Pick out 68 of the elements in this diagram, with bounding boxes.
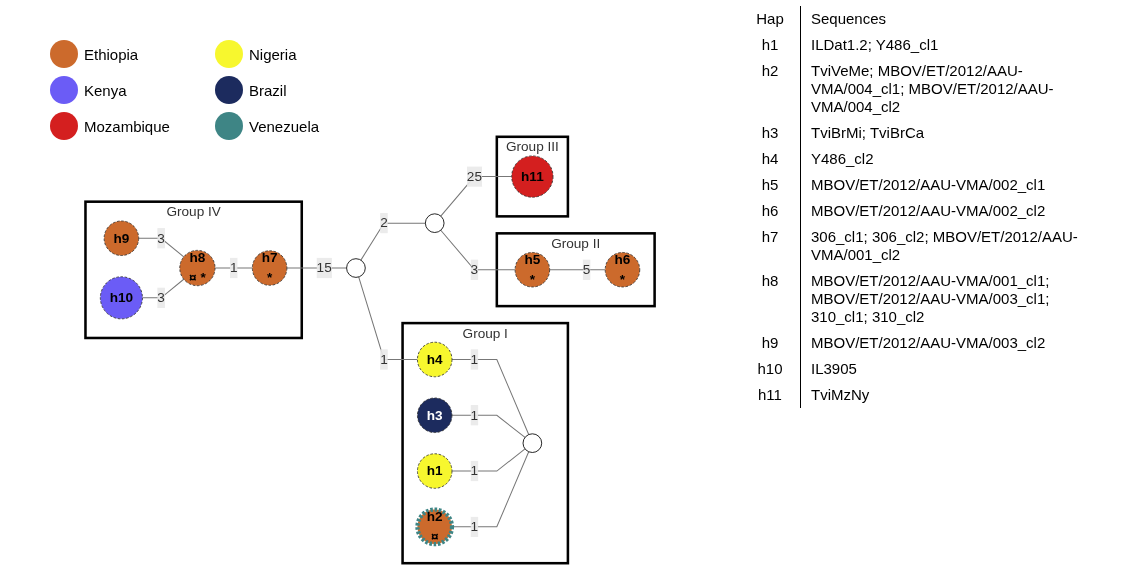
connector xyxy=(360,222,426,261)
connector xyxy=(440,176,513,217)
legend-label: Kenya xyxy=(84,81,127,99)
edge-label: 3 xyxy=(157,230,165,246)
table-cell: h7 xyxy=(740,224,801,268)
header-cell: Hap xyxy=(740,6,801,32)
connector xyxy=(451,448,526,472)
edge-label: 5 xyxy=(582,262,591,277)
node-circle: h2 ¤ xyxy=(415,507,455,547)
edge-label: 1 xyxy=(470,407,479,423)
node-circle: h1 xyxy=(416,453,453,489)
legend-label: Nigeria xyxy=(249,45,297,63)
node-circle: h8 ¤ * xyxy=(179,249,216,287)
table-cell: MBOV/ET/2012/AAU-VMA/001_cl1; MBOV/ET/2012/AAU-VMA/003_cl1; 310_cl1; 310_cl2 xyxy=(800,268,1120,330)
connector xyxy=(440,229,516,271)
connector xyxy=(549,269,606,271)
legend-label: Brazil xyxy=(249,81,287,99)
node-circle: h5 * xyxy=(514,252,550,288)
legend-label: Venezuela xyxy=(249,117,320,135)
connector xyxy=(138,237,185,258)
edge-label: 1 xyxy=(470,519,479,534)
node-circle xyxy=(522,433,543,453)
node-circle: h10 xyxy=(99,276,143,320)
table-cell: IL3905 xyxy=(800,356,1120,382)
table-cell: Y486_cl2 xyxy=(800,146,1120,172)
node-circle xyxy=(424,213,445,233)
edge-label: 1 xyxy=(380,351,388,367)
table-cell: 306_cl1; 306_cl2; MBOV/ET/2012/AAU-VMA/001_cl2 xyxy=(800,224,1120,268)
connector xyxy=(358,276,418,360)
table-cell: TviBrMi; TviBrCa xyxy=(800,120,1120,146)
legend-label: Ethiopia xyxy=(84,45,139,63)
connector xyxy=(451,359,530,436)
edge-label: 1 xyxy=(470,351,479,367)
edge-label: 3 xyxy=(157,290,165,305)
node-circle: h4 xyxy=(416,341,453,378)
edge-label: 1 xyxy=(470,463,479,478)
connector xyxy=(451,414,526,438)
edge-label: 3 xyxy=(470,262,479,277)
legend-label: Mozambique xyxy=(84,117,170,135)
table-cell: h6 xyxy=(740,198,801,224)
edge-label: 1 xyxy=(229,260,238,275)
edge-label: 2 xyxy=(380,215,388,230)
table-cell: ILDat1.2; Y486_cl1 xyxy=(800,32,1120,58)
table-cell: MBOV/ET/2012/AAU-VMA/002_cl2 xyxy=(800,198,1120,224)
node-circle: h11 xyxy=(511,155,554,198)
connector xyxy=(214,267,253,269)
edge-label: 25 xyxy=(466,168,482,184)
node-circle xyxy=(346,258,366,278)
table-cell: h10 xyxy=(740,356,801,382)
table-cell: h2 xyxy=(740,58,801,120)
table-cell: h5 xyxy=(740,172,801,198)
table-cell: h1 xyxy=(740,32,801,58)
node-circle: h6 * xyxy=(604,252,641,288)
table-cell: TviMzNy xyxy=(800,382,1120,408)
table-cell: h4 xyxy=(740,146,801,172)
table-cell: TviVeMe; MBOV/ET/2012/AAU-VMA/004_cl1; MBOV/ET/2012/AAU-VMA/004_cl2 xyxy=(800,58,1120,120)
node-circle: h7 * xyxy=(251,250,288,286)
table-cell: h3 xyxy=(740,120,801,146)
edge-label: 15 xyxy=(316,260,332,275)
table-cell: MBOV/ET/2012/AAU-VMA/003_cl2 xyxy=(800,330,1120,356)
table-cell: h11 xyxy=(740,382,801,408)
table-cell: h9 xyxy=(740,330,801,356)
table-cell: h8 xyxy=(740,268,801,330)
header-cell: Sequences xyxy=(800,6,1120,32)
node-circle: h3 xyxy=(416,397,453,433)
table-cell: MBOV/ET/2012/AAU-VMA/002_cl1 xyxy=(800,172,1120,198)
connector xyxy=(286,267,348,269)
node-circle: h9 xyxy=(103,220,140,256)
